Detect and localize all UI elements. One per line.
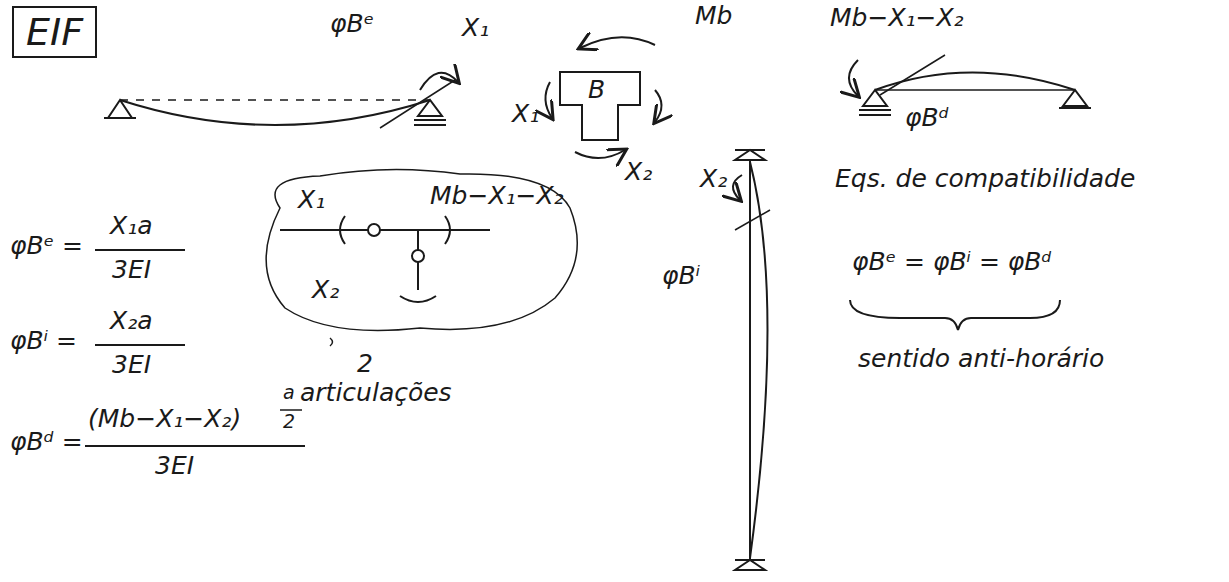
heading-note: Eqs. de compatibilidade — [835, 165, 1135, 194]
moment-label: X₂ — [625, 158, 652, 187]
numerator: X₂a — [110, 307, 152, 336]
compatibility-equation: φBᵉ = φBⁱ = φBᵈ — [852, 248, 1052, 277]
formula-lhs: φBⁱ = — [10, 327, 77, 356]
title-box: EIF — [12, 6, 97, 58]
moment-label: Mb — [695, 2, 732, 31]
moment-label: X₂ — [700, 165, 727, 194]
rotation-label: φBⁱ — [662, 262, 700, 291]
formula-lhs: φBᵉ = — [10, 232, 83, 261]
numerator: a — [283, 382, 295, 404]
note-label: sentido anti-horário — [858, 345, 1104, 374]
moment-label: X₁ — [298, 186, 325, 215]
denominator: 2 — [283, 411, 295, 433]
numerator: X₁a — [110, 212, 152, 241]
denominator: 3EI — [112, 351, 151, 380]
rotation-label: φBᵉ — [330, 10, 374, 39]
moment-label: X₂ — [312, 276, 339, 305]
rotation-label: φBᵈ — [905, 104, 949, 133]
moment-label: Mb−X₁−X₂ — [830, 4, 964, 33]
cloud-region: X₁ Mb−X₁−X₂ X₂ — [250, 168, 585, 338]
moment-label: Mb−X₁−X₂ — [430, 182, 564, 211]
note-label: 2 articulações — [300, 350, 430, 408]
denominator: 3EI — [112, 256, 151, 285]
formula-lhs: φBᵈ = — [10, 428, 83, 457]
denominator: 3EI — [155, 452, 194, 481]
numerator: (Mb−X₁−X₂) — [88, 405, 241, 434]
moment-label: X₁ — [512, 100, 539, 129]
joint-label: B — [588, 76, 605, 105]
moment-label: X₁ — [462, 14, 489, 43]
